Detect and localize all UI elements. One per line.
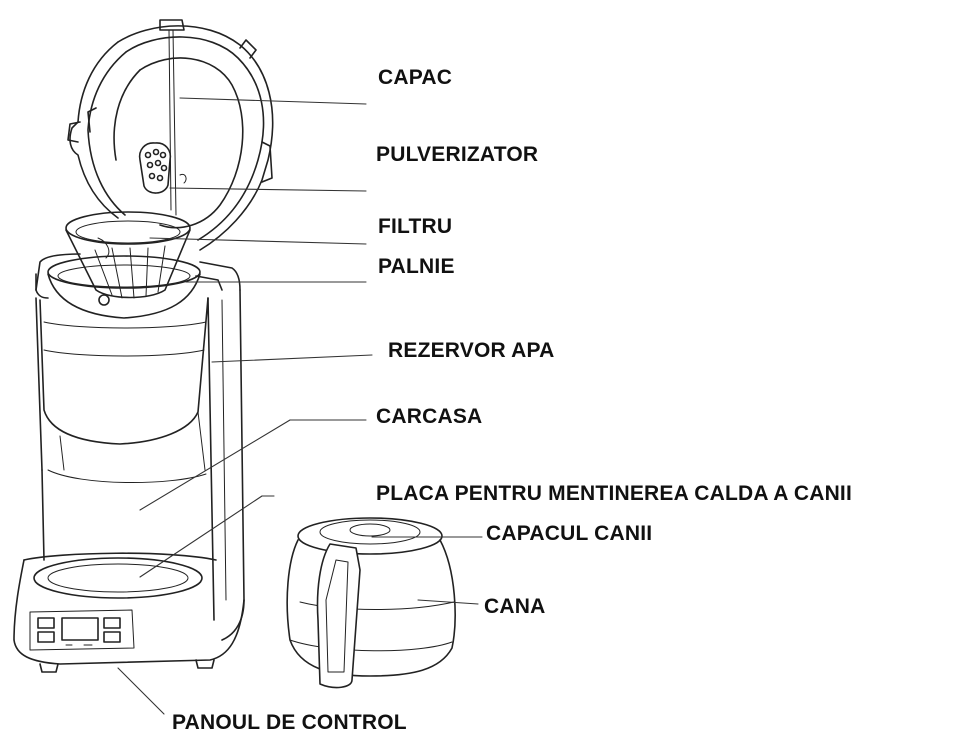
label-capac: CAPAC: [378, 66, 453, 89]
carafe-drawing: [286, 517, 456, 689]
label-pulverizator: PULVERIZATOR: [376, 143, 539, 166]
lid-drawing: [67, 19, 274, 251]
leader-lines: [117, 97, 483, 715]
label-carcasa: CARCASA: [376, 405, 483, 428]
label-capacul-canii: CAPACUL CANII: [486, 522, 653, 545]
label-cana: CANA: [484, 595, 546, 618]
label-placa: PLACA PENTRU MENTINEREA CALDA A CANII: [376, 482, 853, 505]
funnel-drawing: [47, 255, 223, 319]
body-drawing: [13, 253, 245, 673]
label-filtru: FILTRU: [378, 215, 453, 238]
label-palnie: PALNIE: [378, 255, 455, 278]
label-rezervor-apa: REZERVOR APA: [388, 339, 555, 362]
label-panoul-de-control: PANOUL DE CONTROL: [172, 711, 407, 734]
sprayer-drawing: [138, 142, 187, 194]
